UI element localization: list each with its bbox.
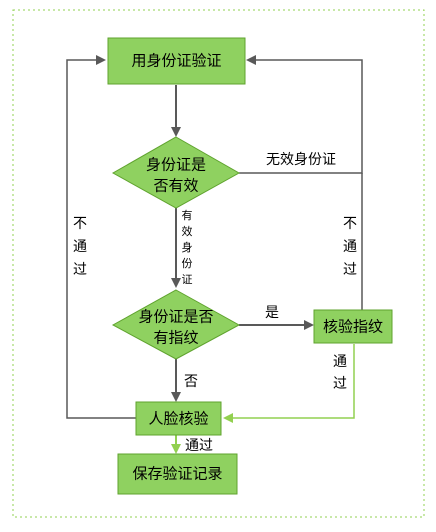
node-save-record: 保存验证记录 <box>117 453 238 495</box>
label-right-fail-2: 通 <box>343 239 357 255</box>
node-valid-question: 身份证是 否有效 <box>111 136 241 209</box>
label-valid-id-5: 证 <box>182 273 193 286</box>
label-no: 否 <box>184 374 198 390</box>
node-valid-question-line1: 身份证是 <box>146 156 206 174</box>
label-invalid-id: 无效身份证 <box>266 152 336 168</box>
node-fp-question-line2: 有指纹 <box>153 329 198 347</box>
label-valid-id-2: 效 <box>182 224 193 238</box>
node-save-record-label: 保存验证记录 <box>132 465 222 483</box>
node-fp-verify-label: 核验指纹 <box>323 318 383 336</box>
node-face-verify-label: 人脸核验 <box>148 410 208 428</box>
node-id-verify-label: 用身份证验证 <box>131 52 221 70</box>
label-fp-pass-1: 通 <box>333 354 347 370</box>
node-face-verify: 人脸核验 <box>135 401 222 436</box>
label-left-fail-2: 通 <box>73 239 87 255</box>
label-valid-id-4: 份 <box>182 257 193 270</box>
label-left-fail-1: 不 <box>73 216 87 232</box>
node-id-verify: 用身份证验证 <box>107 37 246 85</box>
node-valid-question-line2: 否有效 <box>153 177 198 195</box>
node-fp-verify: 核验指纹 <box>313 309 393 344</box>
label-fp-pass-2: 过 <box>333 376 347 392</box>
label-valid-id-1: 有 <box>182 208 193 222</box>
label-yes: 是 <box>265 305 279 321</box>
edge-fp-pass <box>223 344 355 423</box>
label-face-pass: 通过 <box>185 438 213 454</box>
diagram-frame <box>12 9 425 518</box>
label-left-fail-3: 过 <box>73 262 87 278</box>
label-valid-id-3: 身 <box>182 240 193 254</box>
label-right-fail-1: 不 <box>343 216 357 232</box>
node-fp-question-line1: 身份证是否 <box>138 308 213 326</box>
edge-invalid-id <box>239 55 363 174</box>
edge-face-fail <box>66 55 136 419</box>
label-right-fail-3: 过 <box>343 262 357 278</box>
node-fp-question: 身份证是否 有指纹 <box>111 289 241 360</box>
